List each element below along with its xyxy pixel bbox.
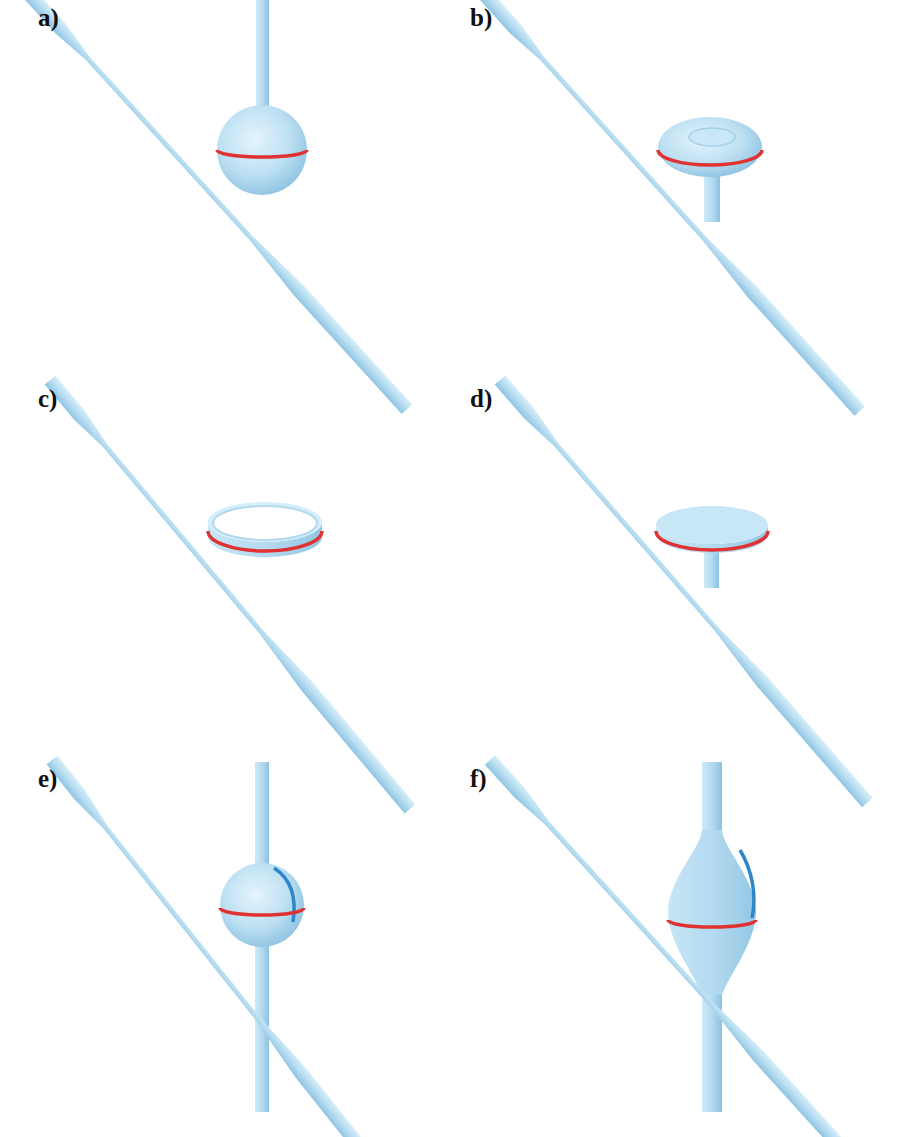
- mode-ring: [668, 920, 756, 927]
- mode-ring: [217, 150, 307, 157]
- ring-rim: [208, 502, 322, 542]
- tapered-fiber: [47, 756, 407, 1137]
- mode-ring: [208, 531, 322, 551]
- mode-ring: [658, 150, 762, 165]
- panel-label: c): [38, 385, 57, 413]
- mode-stripe: [740, 850, 754, 918]
- tapered-fiber: [480, 0, 865, 416]
- panel-label: e): [38, 765, 57, 793]
- tapered-fiber: [485, 755, 872, 1137]
- tapered-fiber: [45, 376, 416, 814]
- tapered-fiber: [25, 0, 412, 414]
- mode-ring: [656, 531, 768, 550]
- panel-label: f): [470, 765, 487, 793]
- tapered-fiber: [495, 375, 873, 807]
- panel-label: b): [470, 4, 492, 32]
- sphere-resonator: [217, 0, 307, 195]
- ring-resonator: [208, 502, 322, 557]
- microtoroid: [658, 117, 762, 177]
- panel-label: d): [470, 385, 492, 413]
- toroid-center: [689, 128, 735, 146]
- microsphere: [220, 863, 304, 947]
- panel-label: a): [38, 4, 59, 32]
- microsphere: [217, 105, 307, 195]
- bottle-resonator: [668, 762, 756, 1112]
- stem: [256, 0, 269, 110]
- microdisk: [656, 506, 768, 544]
- ring-hole: [213, 506, 317, 540]
- mode-ring: [220, 908, 304, 915]
